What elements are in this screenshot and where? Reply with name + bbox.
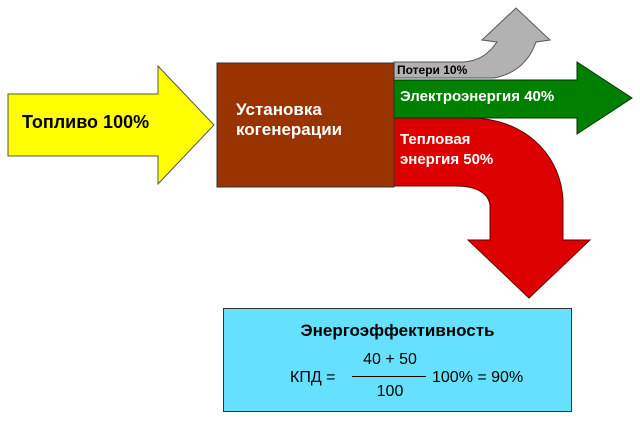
- heat-label: Тепловая энергия 50%: [400, 130, 493, 170]
- unit-label-line1: Установка: [236, 100, 322, 119]
- formula-denominator: 100: [376, 383, 404, 400]
- fraction-bar: [352, 376, 426, 377]
- heat-label-line2: энергия 50%: [400, 151, 494, 168]
- electricity-arrow: [393, 61, 633, 135]
- heat-label-line1: Тепловая: [400, 131, 471, 148]
- losses-arrow: [393, 7, 552, 79]
- formula-rhs: 100% = 90%: [432, 369, 524, 386]
- formula-numerator: 40 + 50: [363, 351, 417, 368]
- electricity-label: Электроэнергия 40%: [400, 88, 555, 105]
- losses-label: Потери 10%: [397, 63, 468, 77]
- unit-label-line2: когенерации: [236, 120, 343, 139]
- efficiency-title: Энергоэффективность: [300, 321, 495, 340]
- efficiency-box: Энергоэффективность КПД = 40 + 50 100 10…: [223, 308, 572, 412]
- cogeneration-unit-label: Установка когенерации: [236, 100, 342, 140]
- cogeneration-unit-box: [216, 62, 395, 188]
- fuel-label: Топливо 100%: [22, 112, 150, 132]
- formula-lhs: КПД =: [290, 369, 336, 386]
- heat-arrow: [393, 117, 592, 299]
- fuel-arrow: [7, 64, 215, 186]
